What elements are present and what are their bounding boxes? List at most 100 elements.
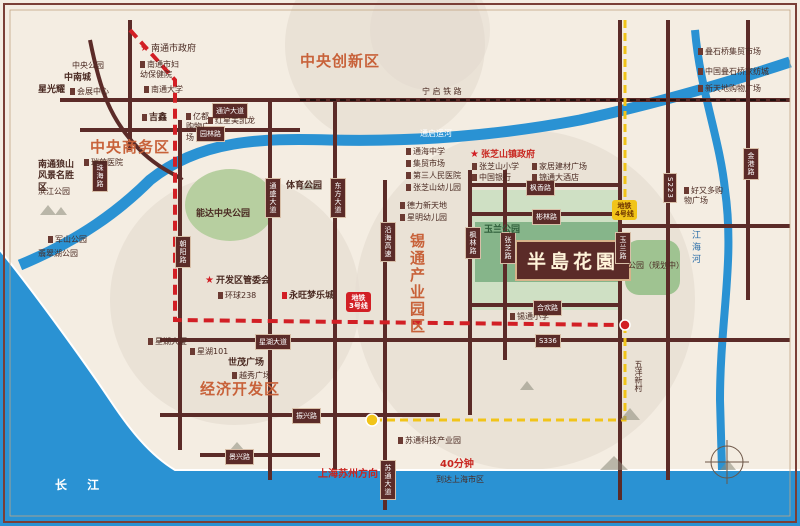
building-icon [398,437,403,444]
poi-hongxing: 红星美凯龙 [208,117,255,125]
poi-suzhou-tech-label: 苏通科技产业园 [405,436,461,445]
poi-home-plaza-label: 家居建材广场 [539,162,587,171]
star-icon: ★ [140,43,149,54]
building-icon [698,48,703,55]
poi-central-park-label: 中央公园 [72,61,104,70]
poi-cuiping-lake: 翡翠湖公园 [38,249,78,258]
poi-nantong-middle-label: 通海中学 [413,147,445,156]
bank-icon [472,174,477,181]
road-chaoyang: 朝阳路 [175,236,191,268]
poi-huizhan-center-label: 会展中心 [77,87,109,96]
railway-label: 宁 启 铁 路 [422,87,462,96]
poi-park-planned: 公园（规划中） [628,261,684,270]
zone-economic-dev: 经济开发区 [200,380,281,398]
poi-nantong-gov: ★南通市政府 [140,44,196,54]
poi-jimao-mall: 集贸市场 [406,160,445,168]
poi-jintong-hotel: 锦通大酒店 [532,174,579,182]
school-icon [400,214,405,221]
road-s223: S223 [663,173,677,203]
school-icon [510,313,515,320]
poi-jimao-mall-label: 集贸市场 [413,159,445,168]
road-hexin: 合欢路 [533,300,562,316]
building-icon [232,372,237,379]
poi-wuhu-newvillage: 五洋新村 [634,360,643,392]
zone-xitong-industrial: 锡通产业园区 [408,233,426,335]
road-fengxiang: 枫香路 [526,180,555,196]
school-icon [406,184,411,191]
poi-delizhongxin: 德力新天地 [400,202,447,210]
poi-suzhou-tech: 苏通科技产业园 [398,437,461,445]
poi-to-shanghai-sub: 到达上海市区 [436,475,484,484]
road-jingxing: 景兴路 [225,449,254,465]
poi-zhangzhishan-kinder-label: 张芝山幼儿园 [413,183,461,192]
poi-dev-committee: ★开发区管委会 [205,276,270,286]
poi-ruici-hospital: 瑞慈医院 [84,159,123,167]
building-icon [190,348,195,355]
canal-label: 通启运河 [420,129,452,138]
building-icon [698,68,703,75]
road-zhuhai: 珠海路 [92,160,108,192]
building-icon [144,86,149,93]
poi-hongxing-label: 红星美凯龙 [215,116,255,125]
poi-fancai-market-label: 叠石桥集贸市场 [705,47,761,56]
metro-line3-marker: 地铁 3号线 [346,292,371,313]
metro-line3-title: 地铁 [351,294,366,302]
project-banner: 半島花園 [515,240,632,281]
mall-icon [684,187,689,194]
poi-sports-park: 体育公园 [286,181,323,191]
poi-dev-committee-label: 开发区管委会 [215,276,270,286]
building-icon [532,163,537,170]
poi-bank-china-label: 中国银行 [479,173,511,182]
poi-xinghu-tower: 星湖大厦 [148,338,187,346]
poi-ruici-hospital-label: 瑞慈医院 [91,158,123,167]
building-icon [406,160,411,167]
poi-home-textile-label: 中国叠石桥家纺城 [705,67,769,76]
poi-junshan-park-label: 军山公园 [55,235,87,244]
poi-zhongnan-city: 中南城 [64,73,92,83]
road-dongfang: 东方大道 [330,178,346,218]
poi-haojiaoduo-label: 好又多购物广场 [684,186,723,206]
poi-jintong-hotel-label: 锦通大酒店 [539,173,579,182]
building-icon [208,117,213,124]
poi-zhangzhishan-gov-label: 张芝山镇政府 [480,150,535,160]
poi-nantong-univ-label: 南通大学 [151,85,183,94]
building-icon [148,338,153,345]
road-yanhai: 沿海高速 [380,222,396,262]
poi-home-textile: 中国叠石桥家纺城 [698,68,769,76]
building-icon [218,292,223,299]
poi-yuexiu: 越秀广场 [232,372,271,380]
poi-xinghu101: 星湖101 [190,348,228,356]
building-icon [70,88,75,95]
poi-zhangzhishan-primary-label: 张芝山小学 [479,162,519,171]
jianghai-label: 江海河 [690,230,700,266]
poi-yuexiu-label: 越秀广场 [239,371,271,380]
road-yuanlin: 园林路 [196,126,225,142]
school-icon [472,163,477,170]
poi-shimao: 世茂广场 [228,358,265,368]
poi-fancai-market: 叠石桥集贸市场 [698,48,761,56]
road-tongsheng: 通盛大道 [265,178,281,218]
road-binlin: 彬林路 [532,209,561,225]
metro-line3-number: 3号线 [349,302,368,311]
poi-central-park: 中央公园 [72,62,104,70]
poi-bank-china: 中国银行 [472,174,511,182]
poi-nengda-park: 能达中央公园 [196,209,251,219]
poi-nantong-gov-label: 南通市政府 [150,44,196,54]
poi-xingming-kinder: 星明幼儿园 [400,214,447,222]
poi-women-children-label: 南通市妇幼保健院 [140,60,179,80]
poi-jinyao-label: 吉鑫 [149,113,168,123]
poi-xingguangyao: 星光耀 [38,85,66,95]
road-sutong: 苏通大道 [380,460,396,500]
star-icon: ★ [205,275,214,286]
road-jinshan: 金港路 [743,148,759,180]
poi-zhangzhishan-gov: ★张芝山镇政府 [470,150,535,160]
metro-line4-number: 4号线 [615,210,634,219]
school-icon [406,148,411,155]
poi-delizhongxin-label: 德力新天地 [407,201,447,210]
mall-icon [282,292,287,299]
poi-yiyuan-mall-label: 亿都购物广场 [186,112,210,142]
road-zhenxing: 振兴路 [292,408,321,424]
zone-central-business: 中央商务区 [90,138,171,156]
poi-huizhan-center: 会展中心 [70,88,109,96]
poi-nantong-univ: 南通大学 [144,86,183,94]
